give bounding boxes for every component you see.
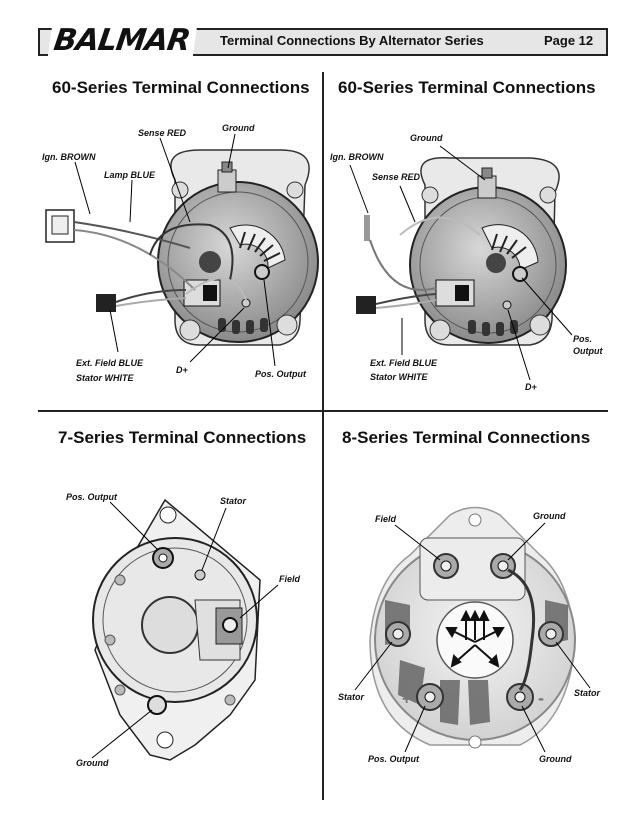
label-ground: Ground: [76, 758, 109, 768]
label-lamp-blue: Lamp BLUE: [104, 170, 156, 180]
title-8-series: 8-Series Terminal Connections: [342, 428, 591, 447]
label-field: Field: [279, 574, 301, 584]
label-pos-output: Pos. Output: [368, 754, 419, 764]
label-pos-output: Pos. Output: [255, 369, 306, 379]
svg-text:-: -: [538, 688, 544, 708]
label-ign-brown: Ign. BROWN: [42, 152, 96, 162]
label-stator-right: Stator: [574, 688, 601, 698]
svg-text:+: +: [402, 691, 411, 708]
label-pos-output: Pos. Output: [66, 492, 117, 502]
label-ign-brown: Ign. BROWN: [330, 152, 384, 162]
label-stator: Stator: [220, 496, 247, 506]
label-ground: Ground: [222, 123, 255, 133]
page-number: Page 12: [544, 33, 594, 48]
vertical-divider: [322, 72, 324, 800]
alternator-60-series-left: [45, 133, 319, 367]
label-sense-red: Sense RED: [138, 128, 187, 138]
label-sense-red: Sense RED: [372, 172, 421, 182]
label-field: Field: [375, 514, 397, 524]
label-ground-top: Ground: [533, 511, 566, 521]
title-60-series-right: 60-Series Terminal Connections: [338, 78, 596, 97]
header-title: Terminal Connections By Alternator Serie…: [220, 33, 484, 48]
horizontal-divider: [38, 410, 608, 412]
title-7-series: 7-Series Terminal Connections: [58, 428, 307, 447]
label-ground: Ground: [410, 133, 443, 143]
label-ground-bottom: Ground: [539, 754, 572, 764]
label-ext-field-blue: Ext. Field BLUE: [76, 358, 144, 368]
alternator-60-series-right: [349, 145, 573, 381]
label-output: Output: [573, 346, 603, 356]
title-60-series-left: 60-Series Terminal Connections: [52, 78, 310, 97]
alternator-8-series: + -: [354, 506, 591, 753]
label-d-plus: D+: [525, 382, 537, 392]
label-pos: Pos.: [573, 334, 593, 344]
label-stator-white: Stator WHITE: [76, 373, 134, 383]
label-d-plus: D+: [176, 365, 188, 375]
label-stator-left: Stator: [338, 692, 365, 702]
label-ext-field-blue: Ext. Field BLUE: [370, 358, 438, 368]
alternator-7-series: [91, 498, 279, 761]
label-stator-white: Stator WHITE: [370, 372, 428, 382]
